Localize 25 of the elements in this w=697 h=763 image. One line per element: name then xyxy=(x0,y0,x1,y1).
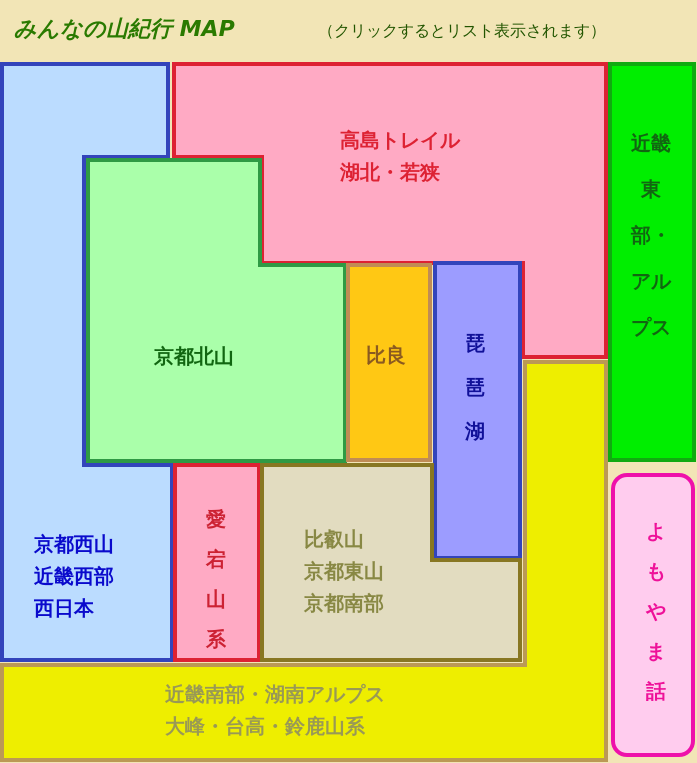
map-region xyxy=(608,62,696,462)
map-region xyxy=(611,473,695,757)
region-label: 近畿南部・湖南アルプス xyxy=(165,681,385,708)
region-label: 京都南部 xyxy=(304,590,384,617)
region-label: 大峰・台高・鈴鹿山系 xyxy=(165,713,366,740)
region-label: 京都東山 xyxy=(304,558,384,585)
map-region xyxy=(173,463,261,662)
region-label: 近畿西部 xyxy=(34,563,114,590)
region-label: 高島トレイル xyxy=(340,127,460,154)
map-region xyxy=(0,62,174,662)
region-label: 愛宕山系 xyxy=(205,506,227,653)
region-label: 琵琶湖 xyxy=(464,330,486,445)
region-label: 湖北・若狭 xyxy=(340,159,441,186)
region-label: 比良 xyxy=(366,342,406,369)
map-region xyxy=(260,463,522,662)
region-label: 近畿東部・アルプス xyxy=(630,130,672,341)
region-label: 京都西山 xyxy=(34,531,114,558)
region-label: よもやま話 xyxy=(645,518,667,705)
region-label: 京都北山 xyxy=(154,343,234,370)
region-label: 比叡山 xyxy=(304,526,365,553)
hint-note: （クリックするとリスト表示されます） xyxy=(318,21,606,42)
map-region xyxy=(433,261,522,560)
region-label: 西日本 xyxy=(34,595,95,622)
map-title: みんなの山紀行 MAP xyxy=(14,16,235,44)
map-region xyxy=(346,263,432,462)
